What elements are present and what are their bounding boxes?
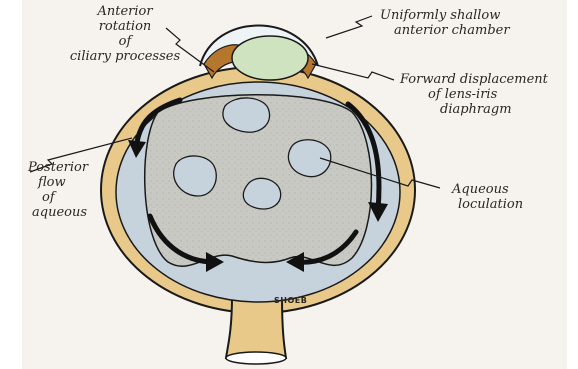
label-line: of [28, 190, 88, 205]
label-line: Aqueous [452, 182, 523, 197]
label-line: Anterior [60, 4, 190, 19]
label-line: of [60, 34, 190, 49]
label-line: loculation [452, 197, 523, 212]
label-aqueous-loculation: Aqueous loculation [452, 182, 523, 212]
label-forward-displacement: Forward displacement of lens-iris diaphr… [400, 72, 548, 117]
label-line: of lens-iris [400, 87, 548, 102]
label-line: Forward displacement [400, 72, 548, 87]
label-line: flow [28, 175, 88, 190]
label-line: anterior chamber [380, 23, 510, 38]
label-shallow-chamber: Uniformly shallow anterior chamber [380, 8, 510, 38]
optic-nerve-cut-end [226, 352, 286, 364]
aqueous-pocket [288, 140, 330, 177]
label-line: rotation [60, 19, 190, 34]
label-line: ciliary processes [60, 49, 190, 64]
label-anterior-rotation: Anterior rotation of ciliary processes [60, 4, 190, 64]
label-posterior-flow: Posterior flow of aqueous [28, 160, 88, 220]
label-line: Uniformly shallow [380, 8, 510, 23]
aqueous-pocket [243, 178, 280, 209]
artist-signature: SHOEB [274, 296, 307, 305]
optic-nerve [226, 296, 286, 358]
label-line: diaphragm [400, 102, 548, 117]
label-line: aqueous [28, 205, 88, 220]
label-line: Posterior [28, 160, 88, 175]
lens [232, 36, 308, 80]
